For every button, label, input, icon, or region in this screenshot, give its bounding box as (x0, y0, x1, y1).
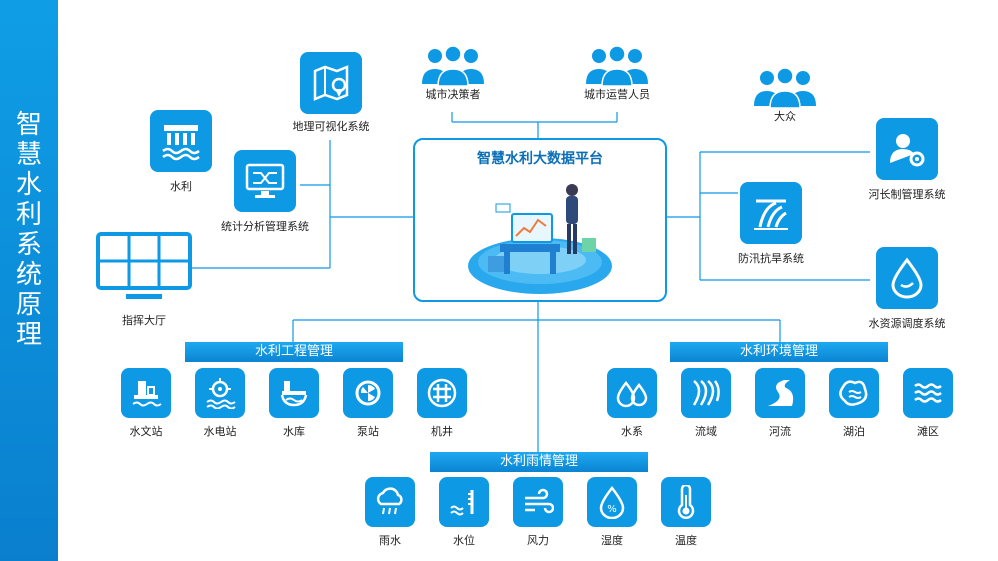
map-pin-icon (300, 52, 362, 114)
env-item-beach[interactable]: 滩区 (898, 368, 958, 439)
eng-item-label: 水文站 (129, 425, 163, 438)
user-decision-maker: 城市决策者 (413, 44, 493, 102)
user-operator-label: 城市运营人员 (584, 88, 650, 101)
env-item-water-system[interactable]: 水系 (602, 368, 662, 439)
lake-icon (829, 368, 879, 418)
river-icon (755, 368, 805, 418)
env-item-label: 水系 (621, 425, 643, 438)
river-chief-label: 河长制管理系统 (868, 188, 946, 201)
rain-item-water-level[interactable]: 水位 (434, 477, 494, 548)
rain-item-wind[interactable]: 风力 (508, 477, 568, 548)
river-chief-system[interactable]: 河长制管理系统 (858, 118, 956, 202)
rain-item-label: 水位 (453, 534, 475, 547)
people-icon (413, 44, 493, 86)
humidity-drop-icon: % (587, 477, 637, 527)
rain-item-label: 雨水 (379, 534, 401, 547)
water-label: 水利 (170, 180, 192, 193)
engineering-title: 水利工程管理 (185, 342, 403, 362)
rain-item-rainfall[interactable]: 雨水 (360, 477, 420, 548)
rain-item-label: 温度 (675, 534, 697, 547)
people-icon (577, 44, 657, 86)
wind-icon (513, 477, 563, 527)
eng-item-pump-station[interactable]: 泵站 (338, 368, 398, 439)
flood-wave-icon (740, 182, 802, 244)
eng-item-well[interactable]: 机井 (412, 368, 472, 439)
eng-item-reservoir[interactable]: 水库 (264, 368, 324, 439)
people-icon (745, 66, 825, 108)
command-hall[interactable]: 指挥大厅 (94, 232, 194, 328)
platform-title: 智慧水利大数据平台 (477, 151, 603, 167)
station-icon (121, 368, 171, 418)
eng-item-hydropower[interactable]: 水电站 (190, 368, 250, 439)
flood-system[interactable]: 防汛抗旱系统 (725, 182, 817, 266)
user-gear-icon (876, 118, 938, 180)
env-item-basin[interactable]: 流域 (676, 368, 736, 439)
thermometer-icon (661, 477, 711, 527)
env-item-label: 流域 (695, 425, 717, 438)
water-resource-label: 水资源调度系统 (868, 317, 946, 330)
eng-item-hydrological-station[interactable]: 水文站 (116, 368, 176, 439)
svg-text:%: % (607, 504, 617, 515)
double-drop-icon (607, 368, 657, 418)
flood-label: 防汛抗旱系统 (738, 252, 804, 265)
basin-stripes-icon (681, 368, 731, 418)
sidebar: 智 慧 水 利 系 统 原 理 (0, 0, 58, 561)
env-item-river[interactable]: 河流 (750, 368, 810, 439)
video-wall-icon (96, 232, 192, 299)
user-public: 大众 (745, 66, 825, 124)
rain-item-label: 风力 (527, 534, 549, 547)
water-drop-icon (876, 247, 938, 309)
stats-system[interactable]: 统计分析管理系统 (210, 150, 320, 234)
user-operator: 城市运营人员 (577, 44, 657, 102)
water-conservancy[interactable]: 水利 (148, 110, 214, 194)
user-decision-label: 城市决策者 (425, 88, 481, 101)
platform-illustration-icon (468, 184, 612, 294)
eng-item-label: 水库 (283, 425, 305, 438)
eng-item-label: 机井 (431, 425, 453, 438)
eng-item-label: 水电站 (203, 425, 237, 438)
gear-wave-icon (195, 368, 245, 418)
env-item-label: 滩区 (917, 425, 939, 438)
water-resource-system[interactable]: 水资源调度系统 (856, 247, 958, 331)
rain-item-humidity[interactable]: % 湿度 (582, 477, 642, 548)
rain-title: 水利雨情管理 (430, 452, 648, 472)
dam-icon (150, 110, 212, 172)
env-item-label: 河流 (769, 425, 791, 438)
platform-box: 智慧水利大数据平台 (413, 138, 667, 302)
monitor-chart-icon (234, 150, 296, 212)
rain-cloud-icon (365, 477, 415, 527)
rain-item-label: 湿度 (601, 534, 623, 547)
eng-item-label: 泵站 (357, 425, 379, 438)
page-title: 智 慧 水 利 系 统 原 理 (15, 110, 42, 350)
environment-title: 水利环境管理 (670, 342, 888, 362)
pump-icon (343, 368, 393, 418)
gis-system-label: 地理可视化系统 (292, 120, 370, 133)
stats-system-label: 统计分析管理系统 (221, 220, 309, 233)
user-public-label: 大众 (774, 110, 796, 123)
env-item-label: 湖泊 (843, 425, 865, 438)
water-level-icon (439, 477, 489, 527)
gis-system[interactable]: 地理可视化系统 (290, 52, 372, 134)
waves-icon (903, 368, 953, 418)
rain-item-temperature[interactable]: 温度 (656, 477, 716, 548)
well-grid-icon (417, 368, 467, 418)
reservoir-icon (269, 368, 319, 418)
env-item-lake[interactable]: 湖泊 (824, 368, 884, 439)
command-hall-label: 指挥大厅 (122, 314, 166, 327)
